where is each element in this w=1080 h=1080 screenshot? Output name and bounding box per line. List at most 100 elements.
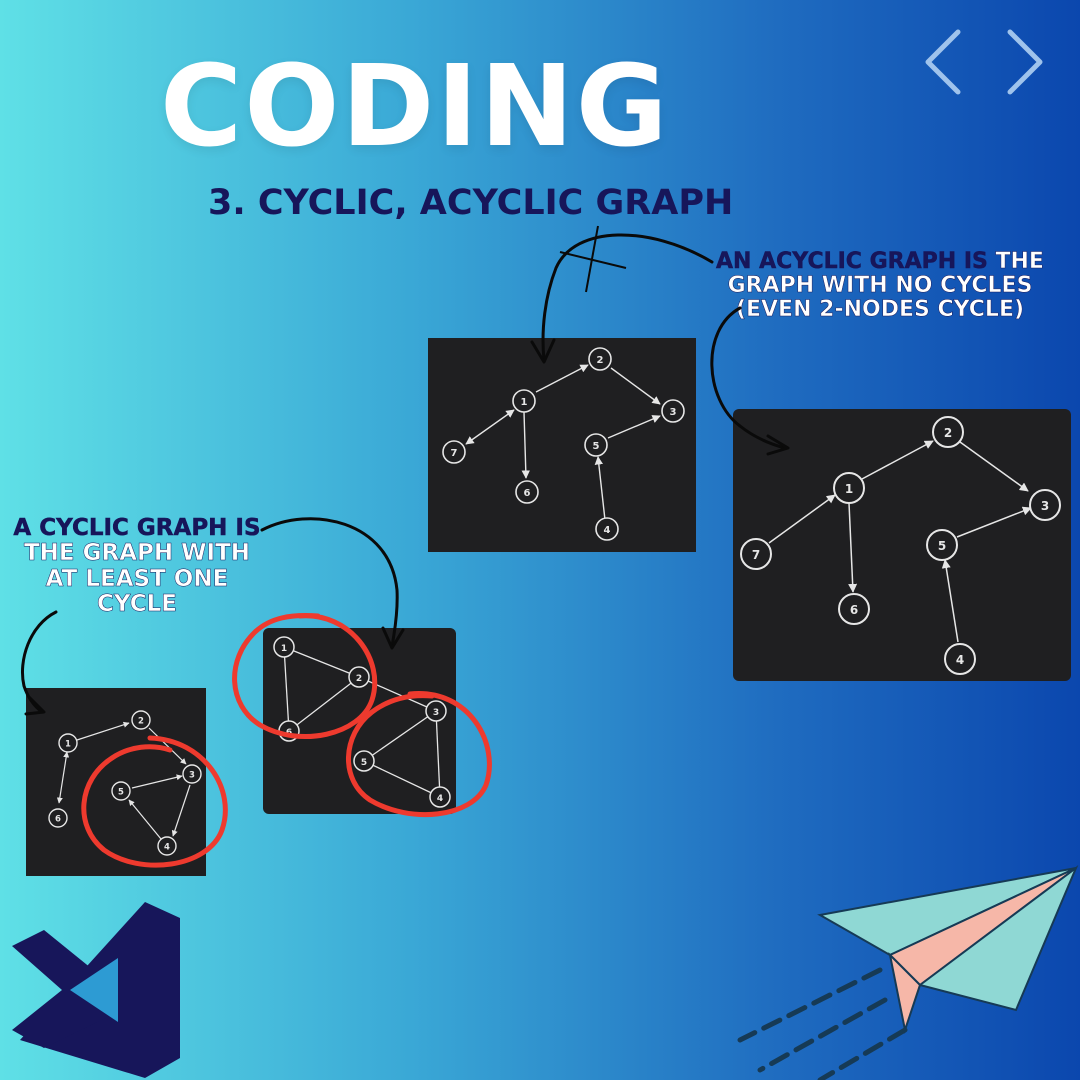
cyclic-graph-middle-panel: 1 2 6 3 5 4 (263, 628, 456, 814)
edge-1-6 (521, 411, 530, 479)
node-label: 2 (356, 674, 362, 684)
graph-node: 5 (584, 433, 608, 457)
graph-node: 1 (273, 636, 295, 658)
graph-node: 5 (353, 750, 375, 772)
graph-node: 6 (515, 480, 539, 504)
edge-2-6 (288, 676, 360, 732)
edge-7-1 (465, 409, 515, 445)
node-label: 7 (752, 548, 760, 562)
paper-plane-icon (737, 864, 1079, 1080)
node-label: 4 (956, 653, 964, 667)
node-label: 6 (524, 488, 531, 499)
node-label: 5 (118, 788, 124, 798)
prev-button[interactable] (916, 26, 966, 96)
graph-node: 1 (512, 389, 536, 413)
acyclic-graph-large: 2 1 3 7 5 6 4 (740, 416, 1061, 675)
next-button[interactable] (1002, 26, 1052, 96)
cross-mark-line-a (559, 251, 627, 269)
cyclic-graph-small: 2 1 3 5 6 4 (48, 710, 202, 856)
graph-node: 3 (425, 700, 447, 722)
node-label: 4 (164, 843, 170, 853)
node-label: 2 (138, 717, 144, 727)
edge-5-4 (363, 760, 441, 798)
graph-node: 1 (58, 733, 78, 753)
edge-2-3 (959, 441, 1029, 492)
acyclic-graph-large-panel: 2 1 3 7 5 6 4 (733, 409, 1071, 681)
edge-1-6 (283, 646, 290, 732)
edge-4-5 (594, 456, 606, 521)
graph-node: 4 (595, 517, 619, 541)
node-label: 2 (597, 355, 604, 366)
edge-4-5 (128, 799, 162, 840)
node-label: 3 (1041, 499, 1049, 513)
graph-node: 2 (932, 416, 964, 448)
visual-studio-logo-icon (12, 902, 180, 1078)
node-label: 1 (281, 644, 287, 654)
graph-node: 2 (131, 710, 151, 730)
node-label: 1 (65, 740, 71, 750)
graph-node: 4 (157, 836, 177, 856)
cyclic-note-part1: A CYCLIC GRAPH IS (13, 515, 261, 541)
curved-arrow-cyclic-right (260, 517, 399, 648)
node-label: 5 (361, 758, 367, 768)
edge-1-6 (848, 502, 858, 593)
cross-mark-line-b (585, 225, 599, 293)
graph-node: 6 (278, 720, 300, 742)
graph-node: 7 (740, 538, 772, 570)
graph-node: 3 (1029, 489, 1061, 521)
cyclic-graph-middle: 1 2 6 3 5 4 (273, 636, 451, 808)
edge-1-2 (861, 440, 934, 480)
node-label: 6 (850, 603, 858, 617)
graph-node: 6 (838, 593, 870, 625)
node-label: 3 (433, 708, 439, 718)
cyclic-note: A CYCLIC GRAPH IS THE GRAPH WITH AT LEAS… (8, 515, 266, 617)
acyclic-graph-small: 2 1 3 7 5 6 4 (442, 347, 685, 541)
graph-node: 6 (48, 808, 68, 828)
edge-4-5 (941, 559, 959, 643)
page-title: CODING (160, 42, 670, 172)
edge-5-3 (607, 415, 661, 439)
node-label: 5 (593, 441, 600, 452)
node-label: 4 (604, 525, 611, 536)
node-label: 1 (521, 397, 528, 408)
node-label: 2 (944, 426, 952, 440)
acyclic-graph-small-panel: 2 1 3 7 5 6 4 (428, 338, 696, 552)
node-label: 6 (286, 728, 292, 738)
edge-5-3 (956, 506, 1032, 538)
node-label: 1 (845, 482, 853, 496)
graph-node: 3 (182, 764, 202, 784)
edge-1-6 (56, 751, 70, 804)
edge-7-1 (768, 494, 836, 544)
node-label: 6 (55, 815, 61, 825)
page-subtitle: 3. CYCLIC, ACYCLIC GRAPH (208, 183, 734, 223)
cyclic-note-part2: THE GRAPH WITH AT LEAST ONE CYCLE (23, 540, 251, 617)
cyclic-graph-small-panel: 2 1 3 5 6 4 (26, 688, 206, 876)
chevron-left-icon (925, 29, 961, 95)
node-label: 4 (437, 794, 443, 804)
graph-node: 1 (833, 472, 865, 504)
acyclic-note: AN ACYCLIC GRAPH IS THE GRAPH WITH NO CY… (700, 249, 1060, 323)
node-label: 3 (670, 407, 677, 418)
node-label: 7 (451, 448, 458, 459)
chevron-right-icon (1007, 29, 1043, 95)
node-label: 5 (938, 539, 946, 553)
edge-2-3 (610, 367, 661, 405)
graph-node: 2 (588, 347, 612, 371)
edge-1-2 (283, 646, 360, 678)
graph-node: 3 (661, 399, 685, 423)
graph-node: 7 (442, 440, 466, 464)
acyclic-note-part1: AN ACYCLIC GRAPH IS (716, 249, 996, 274)
edge-3-4 (435, 710, 441, 798)
edge-2-3 (358, 676, 437, 712)
edge-3-4 (171, 784, 191, 837)
edge-2-3 (148, 727, 187, 765)
graph-node: 2 (348, 666, 370, 688)
edge-5-3 (131, 774, 183, 789)
graph-node: 5 (926, 529, 958, 561)
edge-3-5 (363, 710, 437, 762)
graph-node: 4 (429, 786, 451, 808)
graph-node: 4 (944, 643, 976, 675)
graph-node: 5 (111, 781, 131, 801)
node-label: 3 (189, 771, 195, 781)
edge-1-2 (76, 721, 130, 741)
